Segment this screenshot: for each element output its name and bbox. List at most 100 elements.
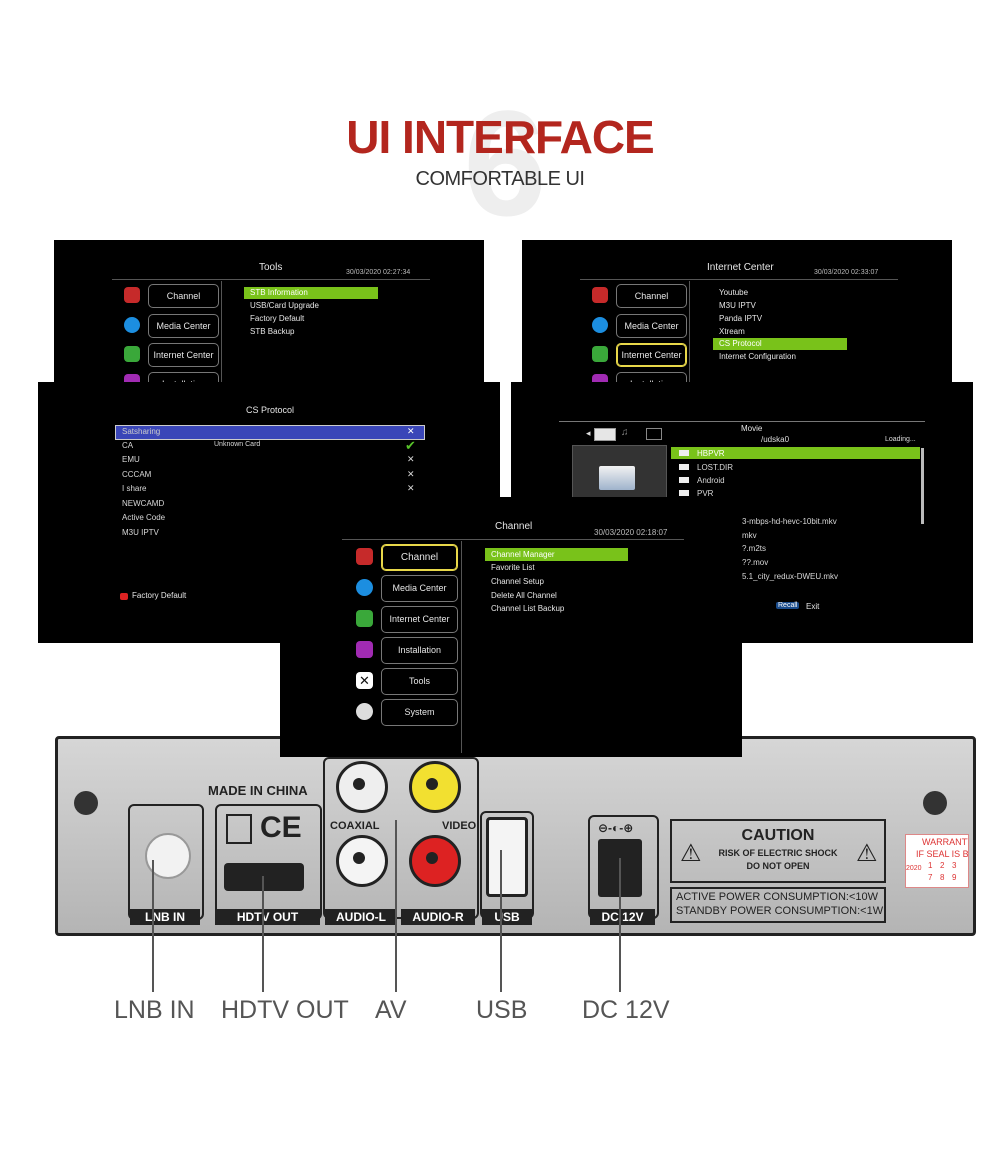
preview-pane — [572, 445, 667, 499]
option-panda-iptv[interactable]: Panda IPTV — [719, 314, 763, 323]
item-label: PVR — [697, 489, 714, 498]
internet-center-icon — [592, 346, 608, 362]
list-item[interactable]: ?.m2ts — [742, 544, 767, 553]
option-stb-information[interactable]: STB Information — [244, 287, 378, 299]
menu-tools[interactable]: Tools — [381, 668, 458, 695]
menu-media-center[interactable]: Media Center — [616, 314, 687, 338]
option-delete-all-channel[interactable]: Delete All Channel — [491, 591, 557, 600]
port-label-audio-l: AUDIO-L — [325, 909, 397, 925]
row-name: Active Code — [122, 513, 166, 522]
list-item[interactable]: PVR — [671, 487, 920, 499]
video-port[interactable] — [409, 761, 461, 813]
pointer-line-hdtv — [262, 876, 264, 992]
photo-tab-icon[interactable] — [646, 428, 662, 440]
audio-l-port[interactable] — [336, 835, 388, 887]
port-label-lnb-in: LNB IN — [130, 909, 200, 925]
cs-row-m3u-iptv[interactable]: M3U IPTV — [116, 527, 424, 540]
caution-title: CAUTION — [741, 827, 815, 844]
cs-row-satsharing[interactable]: Satsharing ✕ — [115, 425, 425, 440]
warning-icon: ⚠ — [856, 840, 878, 867]
factory-default-hint[interactable]: Factory Default — [132, 591, 187, 600]
channel-icon — [592, 287, 608, 303]
chevron-left-icon[interactable]: ◂ — [586, 428, 591, 438]
media-center-icon — [592, 317, 608, 333]
audio-r-port[interactable] — [409, 835, 461, 887]
menu-internet-center[interactable]: Internet Center — [148, 343, 219, 367]
list-item[interactable]: LOST.DIR — [671, 461, 920, 473]
cs-row-emu[interactable]: EMU ✕ — [116, 454, 424, 467]
video-label: VIDEO — [442, 820, 477, 832]
option-favorite-list[interactable]: Favorite List — [491, 563, 535, 572]
option-cs-protocol[interactable]: CS Protocol — [713, 338, 847, 350]
list-item[interactable]: Android — [671, 474, 920, 486]
option-usb-card-upgrade[interactable]: USB/Card Upgrade — [250, 301, 319, 310]
option-channel-manager[interactable]: Channel Manager — [485, 548, 628, 561]
cs-row-active-code[interactable]: Active Code — [116, 512, 424, 525]
usb-port[interactable] — [486, 817, 528, 897]
hdtv-out-port[interactable] — [224, 863, 304, 891]
menu-internet-center[interactable]: Internet Center — [381, 606, 458, 633]
screen-title: Tools — [259, 262, 283, 273]
option-channel-setup[interactable]: Channel Setup — [491, 577, 544, 586]
cs-row-ishare[interactable]: I share ✕ — [116, 483, 424, 496]
screw-icon — [923, 791, 947, 815]
caption-dc-12v: DC 12V — [582, 996, 670, 1024]
menu-system[interactable]: System — [381, 699, 458, 726]
menu-channel[interactable]: Channel — [616, 284, 687, 308]
list-item[interactable]: ??.mov — [742, 558, 769, 567]
option-factory-default[interactable]: Factory Default — [250, 314, 305, 323]
internet-center-icon — [356, 610, 373, 627]
page-title: UI INTERFACE — [346, 111, 654, 163]
scrollbar[interactable] — [921, 448, 924, 524]
cs-row-ca[interactable]: CA Unknown Card ✔ — [116, 438, 424, 453]
screen-title: Channel — [495, 521, 533, 532]
warranty-number: 9 — [952, 873, 957, 882]
caption-av: AV — [375, 996, 407, 1024]
caption-lnb-in: LNB IN — [114, 996, 195, 1024]
list-item[interactable]: 5.1_city_redux-DWEU.mkv — [742, 572, 839, 581]
menu-media-center[interactable]: Media Center — [381, 575, 458, 602]
lnb-in-port[interactable] — [145, 833, 191, 879]
warranty-number: 7 — [928, 873, 933, 882]
menu-internet-center[interactable]: Internet Center — [616, 343, 687, 367]
warranty-text: IF SEAL IS B — [916, 849, 969, 859]
cs-row-newcamd[interactable]: NEWCAMD — [116, 498, 424, 511]
red-button-icon — [120, 593, 128, 600]
caution-text-1: RISK OF ELECTRIC SHOCK — [718, 848, 838, 858]
tools-icon: ✕ — [356, 672, 373, 689]
coaxial-label: COAXIAL — [330, 820, 380, 832]
pointer-line-av — [395, 820, 397, 992]
channel-icon — [124, 287, 140, 303]
exit-button[interactable]: Exit — [806, 602, 820, 611]
option-youtube[interactable]: Youtube — [719, 288, 749, 297]
internet-center-icon — [124, 346, 140, 362]
warning-icon: ⚠ — [680, 840, 702, 867]
polarity-icon: ⊖-◐-⊕ — [598, 821, 634, 835]
option-m3u-iptv[interactable]: M3U IPTV — [719, 301, 756, 310]
menu-media-center[interactable]: Media Center — [148, 314, 219, 338]
row-name: Satsharing — [122, 427, 161, 436]
row-name: I share — [122, 484, 147, 493]
channel-icon — [356, 548, 373, 565]
warranty-number: 1 — [928, 861, 933, 870]
tools-screen: Tools 30/03/2020 02:27:34 Channel Media … — [54, 240, 484, 385]
row-name: CCCAM — [122, 470, 152, 479]
music-tab-icon[interactable]: ♫ — [621, 427, 629, 438]
screw-icon — [74, 791, 98, 815]
port-label-usb: USB — [482, 909, 532, 925]
menu-installation[interactable]: Installation — [381, 637, 458, 664]
list-item[interactable]: HBPVR — [671, 447, 920, 459]
option-internet-configuration[interactable]: Internet Configuration — [719, 352, 796, 361]
recall-button[interactable]: Recall — [776, 602, 800, 609]
menu-channel[interactable]: Channel — [381, 544, 458, 571]
list-item[interactable]: 3-mbps-hd-hevc-10bit.mkv — [742, 517, 837, 526]
menu-channel[interactable]: Channel — [148, 284, 219, 308]
option-stb-backup[interactable]: STB Backup — [250, 327, 295, 336]
list-item[interactable]: mkv — [742, 531, 757, 540]
option-xtream[interactable]: Xtream — [719, 327, 745, 336]
cs-row-cccam[interactable]: CCCAM ✕ — [116, 469, 424, 482]
channel-screen: Channel 30/03/2020 02:18:07 Channel Medi… — [280, 497, 742, 757]
option-channel-list-backup[interactable]: Channel List Backup — [491, 604, 565, 613]
coaxial-port[interactable] — [336, 761, 388, 813]
movie-tab-icon[interactable] — [594, 428, 616, 441]
